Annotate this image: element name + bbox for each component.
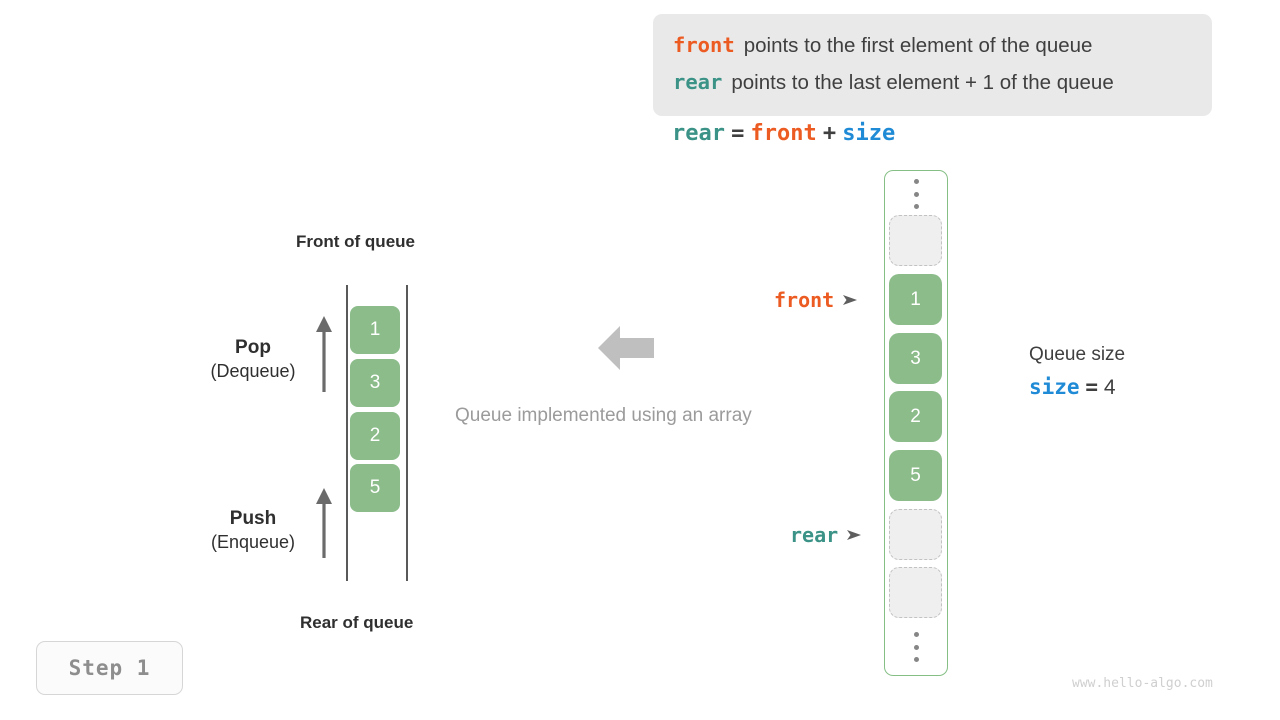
array-cell-filled: 1 [889, 274, 942, 325]
rear-of-queue-label: Rear of queue [300, 613, 414, 632]
queue-cell: 3 [350, 359, 400, 407]
legend-line-rear: rear points to the last element + 1 of th… [673, 64, 1192, 101]
queue-channel-line-right [406, 285, 408, 581]
pop-operation-label: Pop (Dequeue) [188, 337, 318, 382]
array-cell-empty [889, 509, 942, 560]
queue-cell: 5 [350, 464, 400, 512]
formula-rear-equals-front-plus-size: rear = front + size [672, 120, 895, 146]
legend-text-front: points to the first element of the queue [743, 34, 1093, 57]
pop-title: Pop [235, 337, 271, 358]
arrow-right-icon [843, 295, 858, 305]
formula-rhs-front: front [750, 121, 817, 146]
implementation-caption: Queue implemented using an array [455, 405, 752, 426]
rear-pointer-label: rear [790, 523, 862, 547]
array-cell-empty [889, 567, 942, 618]
vertical-ellipsis-icon [910, 179, 922, 209]
pop-subtitle: (Dequeue) [210, 361, 296, 381]
formula-plus: + [822, 121, 837, 146]
arrow-up-icon [316, 488, 332, 558]
formula-equals: = [731, 121, 745, 146]
legend-keyword-rear: rear [673, 70, 723, 94]
push-subtitle: (Enqueue) [210, 532, 296, 552]
front-pointer-text: front [774, 288, 835, 312]
queue-channel-line-left [346, 285, 348, 581]
watermark: www.hello-algo.com [1072, 676, 1213, 691]
push-title: Push [229, 508, 277, 529]
legend-box: front points to the first element of the … [653, 14, 1212, 116]
legend-line-front: front points to the first element of the … [673, 27, 1192, 64]
formula-rhs-size: size [842, 121, 896, 146]
legend-text-rear: points to the last element + 1 of the qu… [731, 71, 1114, 94]
rear-pointer-text: rear [790, 523, 839, 547]
queue-cell: 2 [350, 412, 400, 460]
legend-keyword-front: front [673, 33, 735, 57]
size-equals: = [1085, 375, 1099, 399]
formula-lhs: rear [672, 121, 725, 146]
size-variable: size [1029, 375, 1080, 399]
front-pointer-label: front [774, 288, 858, 312]
array-cell-filled: 5 [889, 450, 942, 501]
queue-size-value: size = 4 [1029, 375, 1125, 400]
queue-cell: 1 [350, 306, 400, 354]
arrow-up-icon [316, 316, 332, 392]
step-badge: Step 1 [36, 641, 183, 695]
front-of-queue-label: Front of queue [296, 232, 415, 251]
queue-size-title: Queue size [1029, 344, 1126, 365]
push-operation-label: Push (Enqueue) [188, 508, 318, 553]
queue-size-note: Queue size size = 4 [1029, 344, 1125, 400]
arrow-right-icon [847, 530, 862, 540]
array-cell-filled: 3 [889, 333, 942, 384]
array-cell-filled: 2 [889, 391, 942, 442]
vertical-ellipsis-icon [910, 632, 922, 662]
array-cell-empty [889, 215, 942, 266]
arrow-left-icon [598, 326, 654, 370]
size-number: 4 [1103, 376, 1116, 399]
step-badge-label: Step 1 [68, 656, 151, 680]
